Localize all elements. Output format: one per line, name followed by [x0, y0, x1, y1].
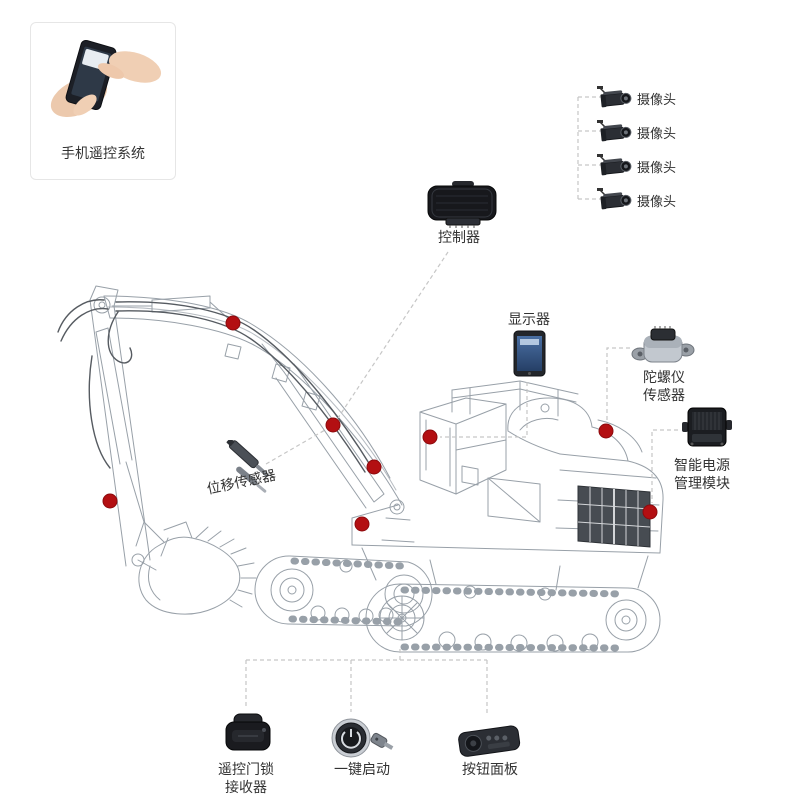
marker-dot-swing — [354, 516, 370, 532]
cameras-connector — [577, 96, 602, 200]
power-module-label-line2: 管理模块 — [674, 475, 730, 491]
marker-dot-boom-mid — [325, 417, 341, 433]
camera-item-1: 摄像头 — [596, 84, 676, 112]
gyro-connector — [606, 347, 630, 422]
hydraulic-hoses — [57, 299, 373, 473]
controller-device-image — [422, 178, 502, 230]
camera-item-2: 摄像头 — [596, 118, 676, 146]
bottom-connector — [245, 647, 488, 716]
camera-label: 摄像头 — [637, 125, 677, 141]
connector-lines — [245, 96, 678, 716]
marker-dot-boom-top — [225, 315, 241, 331]
power-module-label: 智能电源 管理模块 — [674, 456, 730, 492]
hands-phone-image — [50, 39, 162, 117]
displacement-sensor-image — [222, 440, 282, 496]
camera-icon — [597, 86, 632, 108]
controller-connector — [337, 251, 449, 419]
one-key-start-image — [330, 714, 396, 762]
display-connector — [440, 382, 528, 438]
gyro-label-line2: 传感器 — [643, 387, 685, 403]
camera-icon — [597, 154, 632, 176]
button-panel-image — [455, 718, 525, 762]
marker-dot-hood — [598, 423, 614, 439]
camera-label: 摄像头 — [637, 91, 677, 107]
door-lock-label-line1: 遥控门锁 — [218, 761, 274, 777]
engine-grille — [577, 485, 651, 548]
camera-item-4: 摄像头 — [596, 186, 676, 214]
marker-dot-counterweight — [642, 504, 658, 520]
display-label: 显示器 — [508, 311, 550, 327]
marker-dot-arm — [102, 493, 118, 509]
camera-icon — [597, 188, 632, 210]
door-lock-receiver-label: 遥控门锁 接收器 — [218, 760, 274, 796]
camera-icon — [597, 120, 632, 142]
door-lock-receiver-image — [220, 710, 276, 754]
phone-remote-label: 手机遥控系统 — [61, 145, 145, 161]
controller-label: 控制器 — [438, 229, 480, 245]
button-panel-label: 按钮面板 — [462, 761, 518, 777]
power-module-label-line1: 智能电源 — [674, 457, 730, 473]
displacement-connector — [265, 429, 326, 465]
one-key-start-label: 一键启动 — [334, 761, 390, 777]
gyro-label-line1: 陀螺仪 — [643, 369, 685, 385]
gyro-device-image — [630, 324, 696, 370]
gyro-label: 陀螺仪 传感器 — [643, 368, 685, 404]
camera-item-3: 摄像头 — [596, 152, 676, 180]
excavator-wireframe — [89, 285, 664, 653]
power-connector — [651, 429, 678, 503]
sensor-marker-dots — [102, 315, 658, 532]
power-module-image — [680, 402, 734, 452]
display-device-image — [513, 330, 547, 378]
marker-dot-boom-base — [366, 459, 382, 475]
marker-dot-cab — [422, 429, 438, 445]
phone-remote-card: 手机遥控系统 — [30, 22, 176, 180]
camera-label: 摄像头 — [637, 193, 677, 209]
door-lock-label-line2: 接收器 — [225, 779, 267, 795]
camera-label: 摄像头 — [637, 159, 677, 175]
